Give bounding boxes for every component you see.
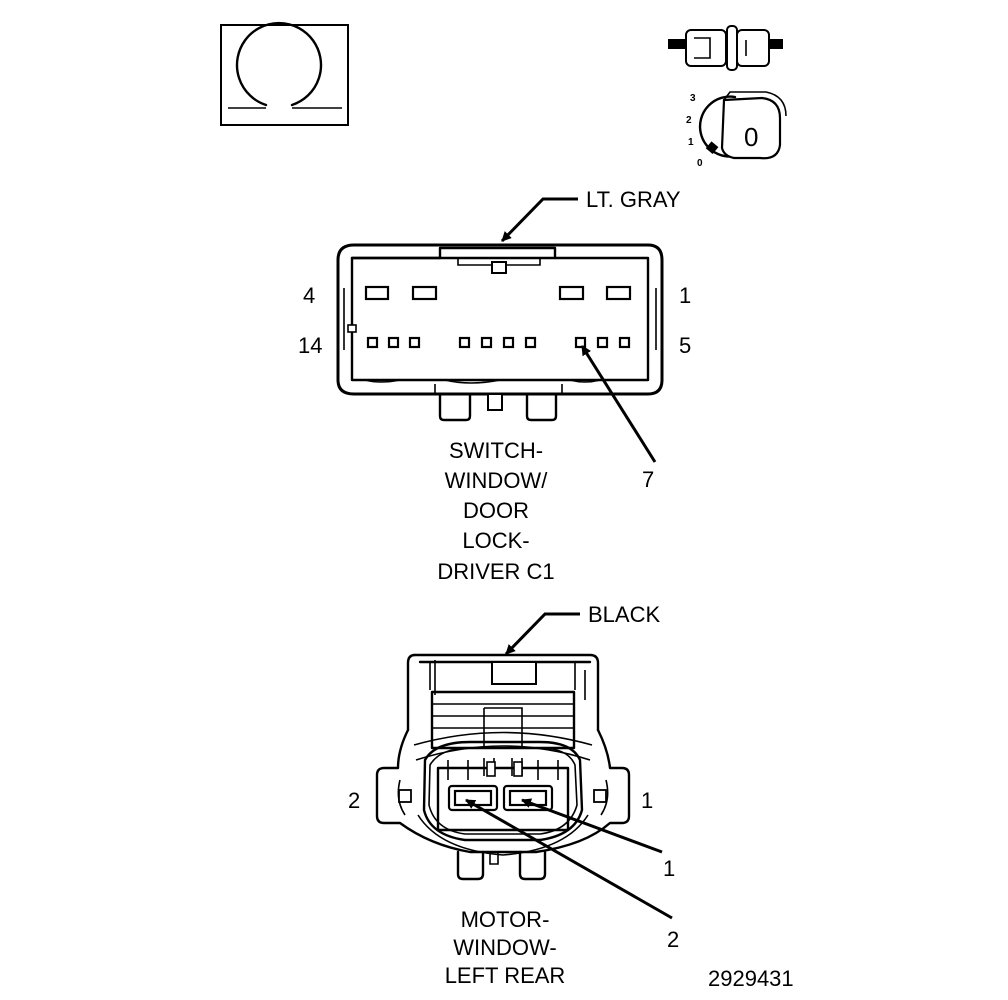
connector1-name-line-1: SWITCH-	[449, 438, 543, 463]
connector1-bottom-cavities	[366, 336, 631, 349]
connector-plug-icon	[668, 25, 783, 71]
connector2-cavities	[447, 784, 554, 812]
connector1-top-cavities	[364, 285, 632, 301]
ignition-key-icon: 3 2 1 0 0	[686, 91, 787, 169]
connector1-name-line-3: DOOR	[463, 498, 529, 523]
connector1-body	[336, 243, 664, 422]
figure-number: 2929431	[708, 966, 794, 991]
connector1-pin7-leader	[580, 345, 657, 463]
connector1-color-label: LT. GRAY	[586, 187, 681, 212]
key-position-0: 0	[697, 158, 703, 169]
connector2-pin1-leader	[521, 798, 663, 854]
key-position-3: 3	[690, 93, 696, 104]
key-position-1: 1	[688, 137, 694, 148]
key-label: 0	[744, 122, 758, 152]
connector2-pin-1: 1	[641, 788, 653, 813]
connector2-name-line-3: LEFT REAR	[445, 963, 566, 988]
key-position-2: 2	[686, 115, 692, 126]
connector1-name-line-2: WINDOW/	[445, 468, 549, 493]
connector2-color-leader	[504, 612, 580, 656]
connector2-callout-2: 2	[667, 927, 679, 952]
connector2-color-label: BLACK	[588, 602, 660, 627]
connector2-name-line-2: WINDOW-	[453, 935, 556, 960]
connector2-callout-1: 1	[663, 856, 675, 881]
connector2-name: MOTOR- WINDOW- LEFT REAR	[445, 907, 566, 988]
connector1-name: SWITCH- WINDOW/ DOOR LOCK- DRIVER C1	[437, 438, 554, 584]
ohm-symbol-icon	[220, 21, 349, 126]
connector1-name-line-5: DRIVER C1	[437, 559, 554, 584]
connector1-pin-4: 4	[303, 283, 315, 308]
connector2-name-line-1: MOTOR-	[461, 907, 550, 932]
connector1-pin-5: 5	[679, 333, 691, 358]
connector2-body	[375, 653, 631, 881]
connector2-pin2-leader	[465, 798, 673, 920]
connector1-pin-14: 14	[298, 333, 322, 358]
connector2-pin-2: 2	[348, 788, 360, 813]
connector1-callout-7: 7	[642, 467, 654, 492]
connector1-name-line-4: LOCK-	[462, 528, 529, 553]
connector1-color-leader	[500, 197, 578, 243]
connector1-pin-1: 1	[679, 283, 691, 308]
